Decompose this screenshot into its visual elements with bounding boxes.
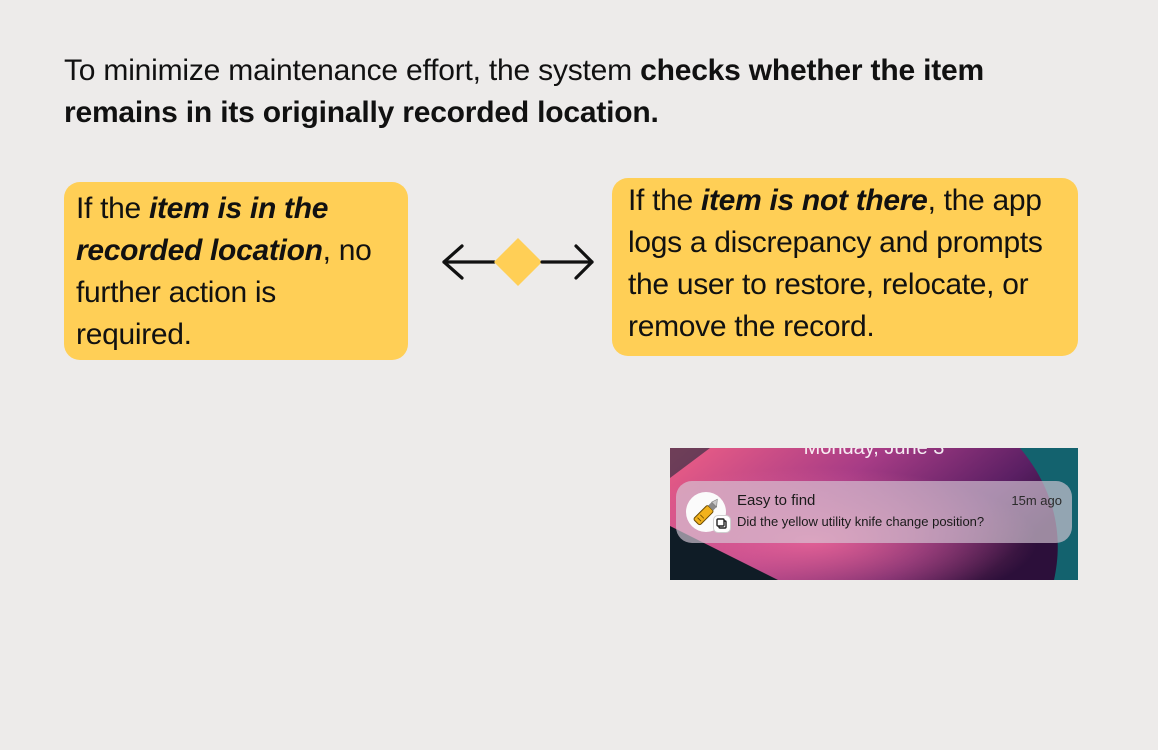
in-location-card: If the item is in the recorded location,… — [64, 182, 408, 360]
notification-message: Did the yellow utility knife change posi… — [737, 514, 985, 529]
not-there-pre: If the — [628, 184, 701, 217]
intro-bold: checks whether the item remains in its o… — [64, 54, 984, 129]
intro-text: To minimize maintenance effort, the syst… — [64, 50, 1104, 134]
arrow-left-icon — [442, 244, 496, 280]
lock-screen-screenshot: Monday, June 3 Easy to find 15m ago Did … — [670, 448, 1078, 580]
notification-time: 15m ago — [1011, 493, 1062, 508]
in-location-pre: If the — [76, 192, 149, 225]
intro-regular: To minimize maintenance effort, the syst… — [64, 54, 641, 87]
decision-connector — [442, 237, 594, 287]
utility-knife-icon — [686, 492, 726, 532]
arrow-right-icon — [540, 244, 594, 280]
lock-screen-date: Monday, June 3 — [803, 448, 945, 459]
decision-diamond — [493, 237, 543, 287]
notification-app-name: Easy to find — [737, 492, 816, 509]
in-location-emphasis: item is in the recorded location — [76, 192, 329, 267]
not-there-card: If the item is not there, the app logs a… — [612, 178, 1078, 356]
in-location-post: , no further action is required. — [76, 234, 372, 351]
not-there-emphasis: item is not there — [700, 184, 928, 217]
not-there-post: , the app logs a discrepancy and prompts… — [628, 184, 1043, 343]
copy-badge-icon — [713, 515, 731, 533]
notification-card[interactable]: Easy to find 15m ago Did the yellow util… — [676, 481, 1072, 543]
